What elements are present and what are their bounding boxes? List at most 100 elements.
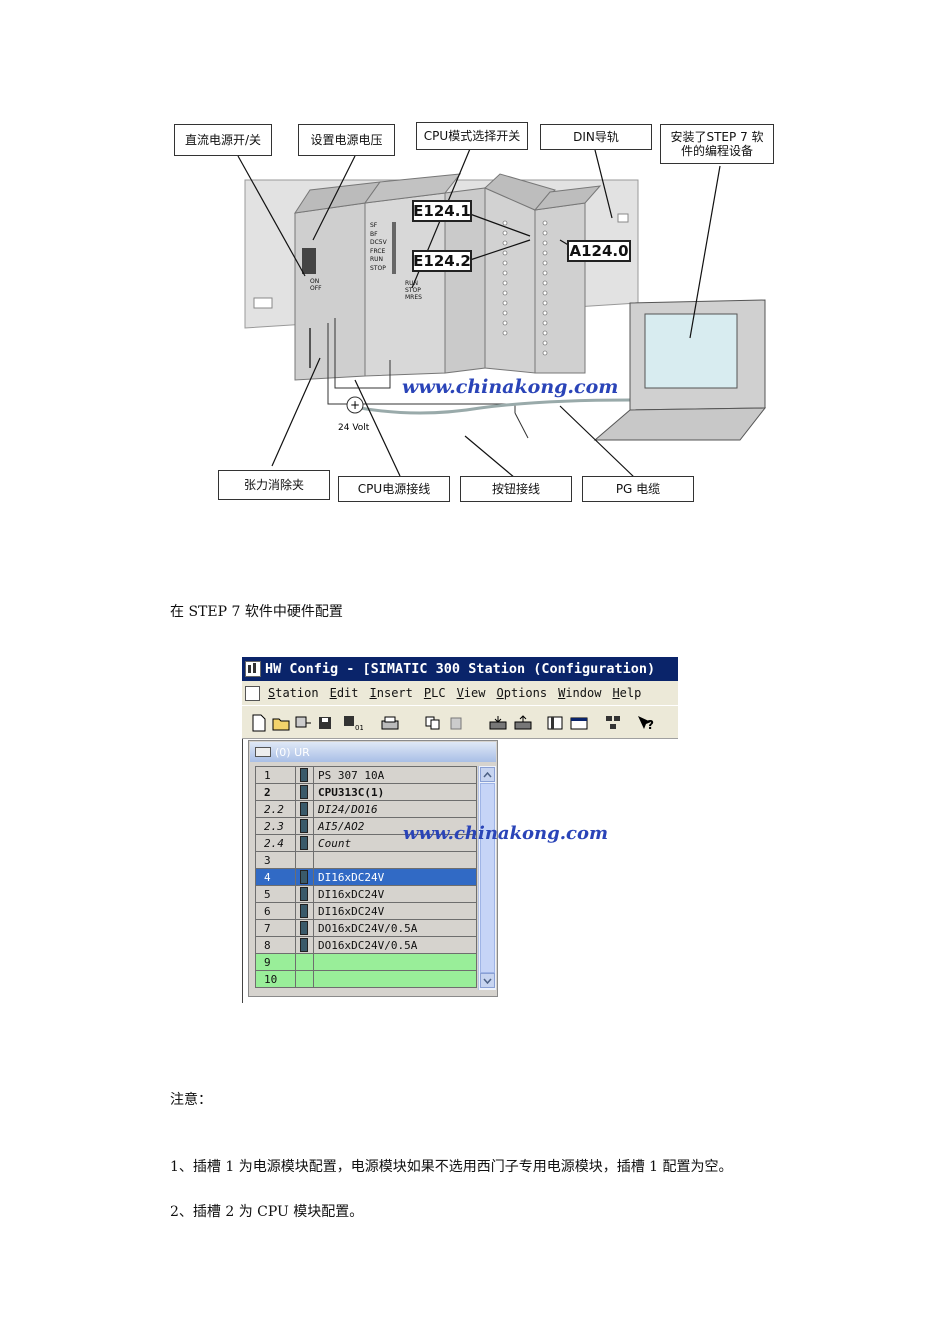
plc-illustration: + 24 Volt [237, 143, 767, 479]
cpu-led-label: DC5V [370, 239, 387, 246]
module-icon [300, 768, 308, 782]
rack-slot-row[interactable]: 4 DI16xDC24V [255, 868, 477, 886]
title-bar: HW Config - [SIMATIC 300 Station (Config… [242, 657, 678, 681]
slot-number: 6 [255, 902, 296, 920]
rack-icon [255, 747, 271, 757]
download-icon[interactable] [487, 712, 509, 734]
psu-off-label: OFF [310, 285, 322, 292]
menu-edit[interactable]: Edit [329, 686, 359, 700]
cpu-led-label: BF [370, 230, 378, 238]
rack-slot-row[interactable]: 5 DI16xDC24V [255, 885, 477, 903]
menu-options[interactable]: Options [496, 686, 548, 700]
menu-station[interactable]: Station [268, 686, 319, 700]
save-icon[interactable] [314, 712, 336, 734]
menu-help[interactable]: Help [612, 686, 642, 700]
cpu-led-label: FRCE [370, 247, 386, 255]
cpu-switch-label: STOP [405, 287, 421, 294]
callout-mode-switch: CPU模式选择开关 [416, 122, 528, 150]
menu-app-icon[interactable] [245, 685, 260, 701]
slot-number: 2.2 [255, 800, 296, 818]
plc-hardware-diagram: + 24 Volt 直流电源开/关 设置电源电压 CPU模式选择开关 DIN导轨… [160, 118, 780, 508]
module-icon-cell [295, 919, 314, 937]
slot-number: 4 [255, 868, 296, 886]
help-icon[interactable]: ? [635, 712, 657, 734]
svg-text:+: + [350, 398, 360, 412]
callout-strain-clamp: 张力消除夹 [218, 470, 330, 500]
module-icon-cell [295, 970, 314, 988]
rack-slot-row[interactable]: 6 DI16xDC24V [255, 902, 477, 920]
rack-slot-row[interactable]: 9 [255, 953, 477, 971]
slot-number: 5 [255, 885, 296, 903]
module-name: DI16xDC24V [313, 885, 477, 903]
cpu-led-label: SF [370, 222, 378, 229]
network-icon[interactable] [602, 712, 624, 734]
slot-number: 2.4 [255, 834, 296, 852]
module-icon-cell [295, 936, 314, 954]
menu-view[interactable]: View [456, 686, 486, 700]
module-icon-cell [295, 783, 314, 801]
module-name: DI16xDC24V [313, 902, 477, 920]
rack-title: (0) UR [275, 745, 310, 759]
menu-insert[interactable]: Insert [369, 686, 413, 700]
catalog-icon[interactable] [544, 712, 566, 734]
module-icon-cell [295, 817, 314, 835]
rack-slot-row[interactable]: 10 [255, 970, 477, 988]
scroll-thumb[interactable] [480, 783, 495, 973]
module-icon [300, 819, 308, 833]
callout-cpu-power-wiring: CPU电源接线 [338, 476, 450, 502]
module-name: CPU313C(1) [313, 783, 477, 801]
module-name: DI16xDC24V [313, 868, 477, 886]
slot-number: 10 [255, 970, 296, 988]
svg-text:?: ? [647, 718, 654, 732]
note-item-1: 1、插槽 1 为电源模块配置，电源模块如果不选用西门子专用电源模块，插槽 1 配… [170, 1159, 733, 1175]
station-icon[interactable] [292, 712, 314, 734]
callout-set-voltage: 设置电源电压 [298, 124, 395, 156]
vertical-scrollbar[interactable] [478, 766, 496, 990]
module-name [313, 851, 477, 869]
workspace-border [242, 739, 243, 1003]
new-icon[interactable] [248, 712, 270, 734]
menu-plc[interactable]: PLC [423, 686, 446, 700]
paste-icon[interactable] [446, 712, 468, 734]
module-icon [300, 938, 308, 952]
rack-watermark: www.chinakong.com [403, 823, 609, 844]
cpu-switch-label: RUN [405, 280, 419, 287]
slot-number: 9 [255, 953, 296, 971]
module-icon [300, 904, 308, 918]
callout-pg-device: 安装了STEP 7 软件的编程设备 [660, 124, 774, 164]
scroll-up-button[interactable] [480, 767, 495, 782]
window-icon[interactable] [568, 712, 590, 734]
module-icon-cell [295, 868, 314, 886]
menu-window[interactable]: Window [558, 686, 602, 700]
print-icon[interactable] [379, 712, 401, 734]
module-name: PS 307 10A [313, 766, 477, 784]
module-name: Count [313, 834, 477, 852]
copy-icon[interactable] [422, 712, 444, 734]
slot-number: 3 [255, 851, 296, 869]
save-compile-icon[interactable]: 01 [342, 712, 364, 734]
rack-slot-row[interactable]: 3 [255, 851, 477, 869]
upload-icon[interactable] [512, 712, 534, 734]
module-icon [300, 887, 308, 901]
module-name: DO16xDC24V/0.5A [313, 919, 477, 937]
open-folder-icon[interactable] [270, 712, 292, 734]
scroll-down-button[interactable] [480, 973, 495, 988]
svg-text:01: 01 [355, 724, 363, 732]
module-icon [300, 836, 308, 850]
slot-number: 2.3 [255, 817, 296, 835]
slot-number: 8 [255, 936, 296, 954]
address-e124-2: E124.2 [412, 250, 472, 272]
module-icon [300, 870, 308, 884]
module-icon-cell [295, 800, 314, 818]
module-icon [300, 921, 308, 935]
